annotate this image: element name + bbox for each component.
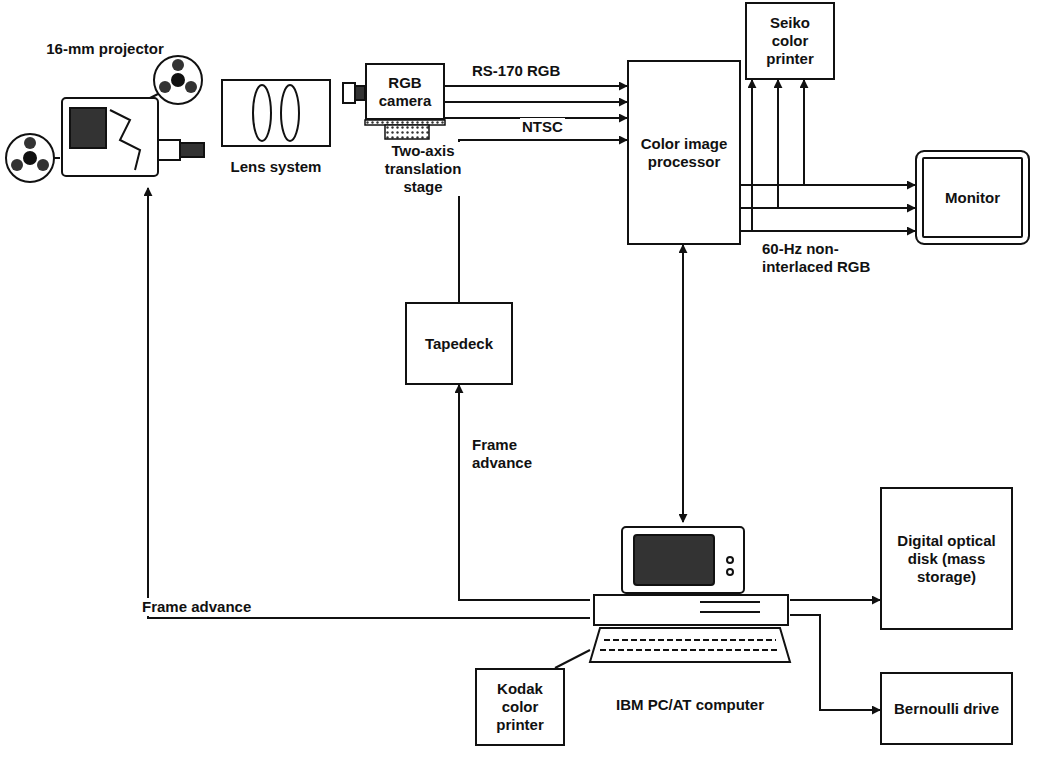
connector	[555, 650, 590, 668]
connector	[741, 80, 778, 208]
node-label: Lens system	[231, 158, 322, 176]
connector	[790, 615, 880, 710]
node-label: RGB camera	[371, 74, 439, 110]
connector	[790, 599, 880, 601]
computer-illustration	[590, 527, 790, 662]
printer-box: Kodak color printer	[475, 668, 565, 746]
signal-label: Frame advance	[140, 598, 253, 616]
translation-stage	[365, 120, 445, 139]
part-label: Two-axis translation stage	[378, 142, 468, 196]
node-label: Tapedeck	[425, 335, 493, 353]
connector	[148, 188, 590, 618]
lens-node: Lens system	[215, 78, 337, 176]
node-label: 16-mm projector	[46, 40, 164, 58]
connector	[459, 140, 627, 302]
node-label: Monitor	[945, 189, 1000, 207]
node-label: IBM PC/AT computer	[616, 696, 764, 714]
signal-label: NTSC	[520, 118, 565, 136]
node-label: Kodak color printer	[481, 680, 559, 734]
connector	[682, 245, 684, 522]
node-label: Digital optical disk (mass storage)	[886, 532, 1007, 586]
computer-node: IBM PC/AT computer	[590, 522, 790, 714]
projector-illustration	[6, 56, 204, 182]
signal-label: 60-Hz non-interlaced RGB	[760, 240, 876, 276]
signal-label: RS-170 RGB	[470, 62, 562, 80]
lens-illustration	[222, 80, 330, 146]
processor-box: Color image processor	[627, 60, 741, 245]
tapedeck-box: Tapedeck	[405, 302, 513, 385]
storage-box: Digital optical disk (mass storage)	[880, 487, 1013, 630]
printer-box: Seiko color printer	[745, 2, 835, 80]
node-label: Seiko color printer	[751, 14, 829, 68]
connector	[459, 385, 590, 600]
camera-box: RGB camera	[365, 63, 445, 120]
projector-node: 16-mm projector	[40, 40, 170, 188]
signal-label: Frame advance	[470, 436, 544, 472]
camera-lens	[343, 83, 365, 103]
drive-box: Bernoulli drive	[880, 672, 1013, 745]
node-label: Bernoulli drive	[894, 700, 999, 718]
connector	[445, 101, 627, 103]
node-label: Color image processor	[633, 135, 735, 171]
monitor-box: Monitor	[915, 150, 1030, 245]
